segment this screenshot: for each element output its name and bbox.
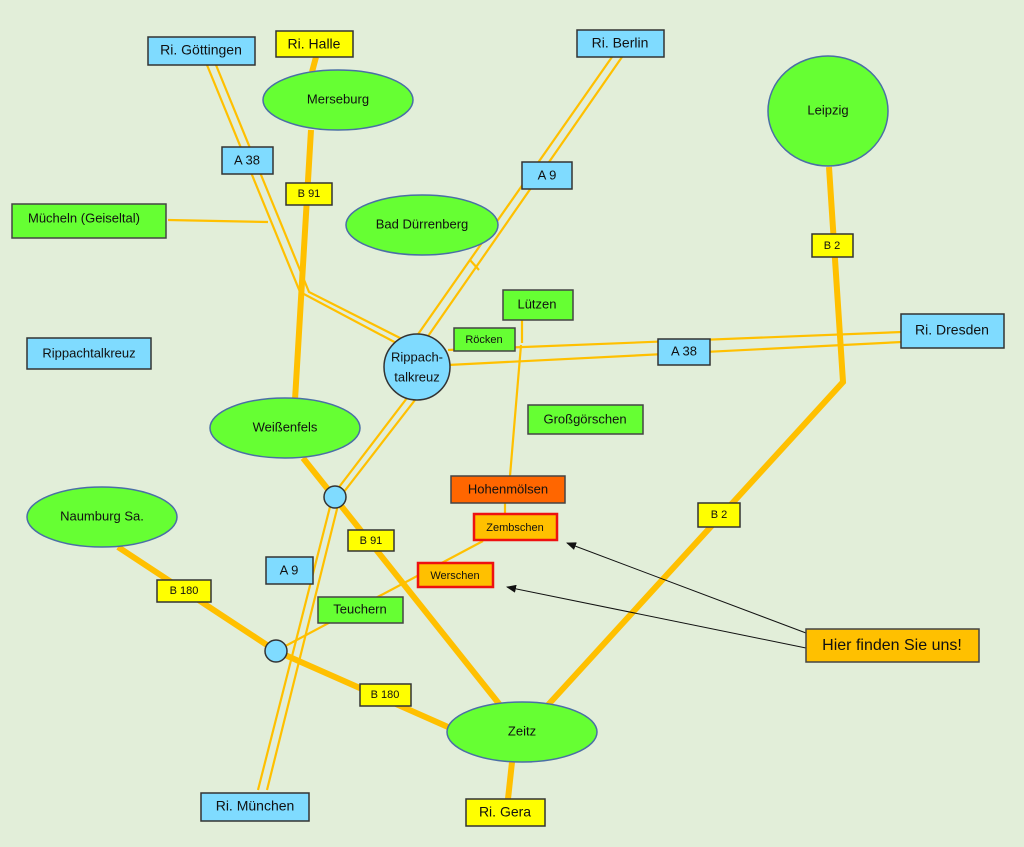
svg-text:B 91: B 91	[360, 535, 383, 547]
place-teuchern: Teuchern	[317, 596, 404, 624]
svg-text:Lützen: Lützen	[517, 296, 556, 311]
place-muecheln: Mücheln (Geiseltal)	[11, 203, 167, 239]
svg-text:Röcken: Röcken	[465, 334, 502, 346]
svg-text:Zembschen: Zembschen	[486, 522, 543, 534]
direction-gera: Ri. Gera	[465, 798, 546, 827]
svg-text:Teuchern: Teuchern	[333, 601, 386, 616]
rippachtalkreuz-node: Rippach-talkreuz	[383, 333, 451, 401]
sign-b180-east: B 180	[359, 683, 412, 707]
sign-a9-south: A 9	[265, 556, 314, 585]
svg-text:A 9: A 9	[538, 167, 557, 182]
city-leipzig: Leipzig	[767, 55, 889, 167]
svg-text:Rippachtalkreuz: Rippachtalkreuz	[42, 345, 135, 360]
direction-halle: Ri. Halle	[275, 30, 354, 58]
svg-text:Ri. Gera: Ri. Gera	[479, 804, 531, 820]
city-bad-duerrenberg: Bad Dürrenberg	[345, 194, 499, 256]
svg-text:Bad Dürrenberg: Bad Dürrenberg	[376, 216, 469, 231]
arrows	[506, 542, 807, 649]
svg-text:Großgörschen: Großgörschen	[543, 411, 626, 426]
sign-b2-north: B 2	[811, 233, 854, 258]
svg-text:A 38: A 38	[671, 343, 697, 358]
junction-node	[323, 485, 347, 509]
svg-text:Ri. Berlin: Ri. Berlin	[592, 35, 649, 51]
sign-b2-south: B 2	[697, 502, 741, 528]
place-werschen: Werschen	[416, 561, 495, 589]
sign-b91-south: B 91	[347, 529, 395, 552]
sign-b91-north: B 91	[285, 182, 333, 206]
svg-text:Rippach-: Rippach-	[391, 349, 443, 364]
svg-text:Ri. Halle: Ri. Halle	[288, 36, 341, 52]
svg-text:Zeitz: Zeitz	[508, 723, 536, 738]
sign-a9-north: A 9	[521, 161, 573, 190]
direction-berlin: Ri. Berlin	[576, 29, 665, 58]
svg-text:Leipzig: Leipzig	[807, 102, 848, 117]
place-grossgoerschen: Großgörschen	[527, 404, 644, 435]
svg-text:Weißenfels: Weißenfels	[253, 419, 318, 434]
direction-goettingen: Ri. Göttingen	[147, 36, 256, 66]
direction-muenchen: Ri. München	[200, 792, 310, 822]
place-hohenmoelsen: Hohenmölsen	[450, 475, 566, 504]
svg-text:Naumburg Sa.: Naumburg Sa.	[60, 508, 144, 523]
svg-text:Ri. Dresden: Ri. Dresden	[915, 322, 989, 338]
svg-text:B 2: B 2	[711, 509, 728, 521]
svg-text:Werschen: Werschen	[430, 570, 479, 582]
place-roecken: Röcken	[453, 327, 516, 352]
svg-text:talkreuz: talkreuz	[394, 369, 440, 384]
city-weissenfels: Weißenfels	[209, 397, 361, 459]
rippachtalkreuz-label: Rippachtalkreuz	[26, 337, 152, 370]
city-zeitz: Zeitz	[446, 701, 598, 763]
callout-find-us: Hier finden Sie uns!	[805, 628, 980, 663]
svg-text:Merseburg: Merseburg	[307, 91, 369, 106]
svg-text:Ri. München: Ri. München	[216, 798, 295, 814]
sign-b180-west: B 180	[156, 579, 212, 603]
svg-text:Hohenmölsen: Hohenmölsen	[468, 481, 548, 496]
svg-text:B 180: B 180	[371, 689, 400, 701]
junction-node	[264, 639, 288, 663]
svg-text:Hier finden Sie uns!: Hier finden Sie uns!	[822, 637, 962, 654]
svg-text:Ri. Göttingen: Ri. Göttingen	[160, 42, 242, 58]
svg-text:Mücheln (Geiseltal): Mücheln (Geiseltal)	[28, 210, 140, 225]
city-merseburg: Merseburg	[262, 69, 414, 131]
svg-text:B 2: B 2	[824, 240, 841, 252]
svg-text:A 38: A 38	[234, 152, 260, 167]
sign-a38-west: A 38	[221, 146, 274, 175]
sign-a38-east: A 38	[657, 338, 711, 366]
direction-dresden: Ri. Dresden	[900, 313, 1005, 349]
svg-text:A 9: A 9	[280, 562, 299, 577]
place-luetzen: Lützen	[502, 289, 574, 321]
place-zembschen: Zembschen	[472, 512, 559, 542]
svg-text:B 180: B 180	[170, 585, 199, 597]
city-naumburg: Naumburg Sa.	[26, 486, 178, 548]
svg-text:B 91: B 91	[298, 188, 321, 200]
